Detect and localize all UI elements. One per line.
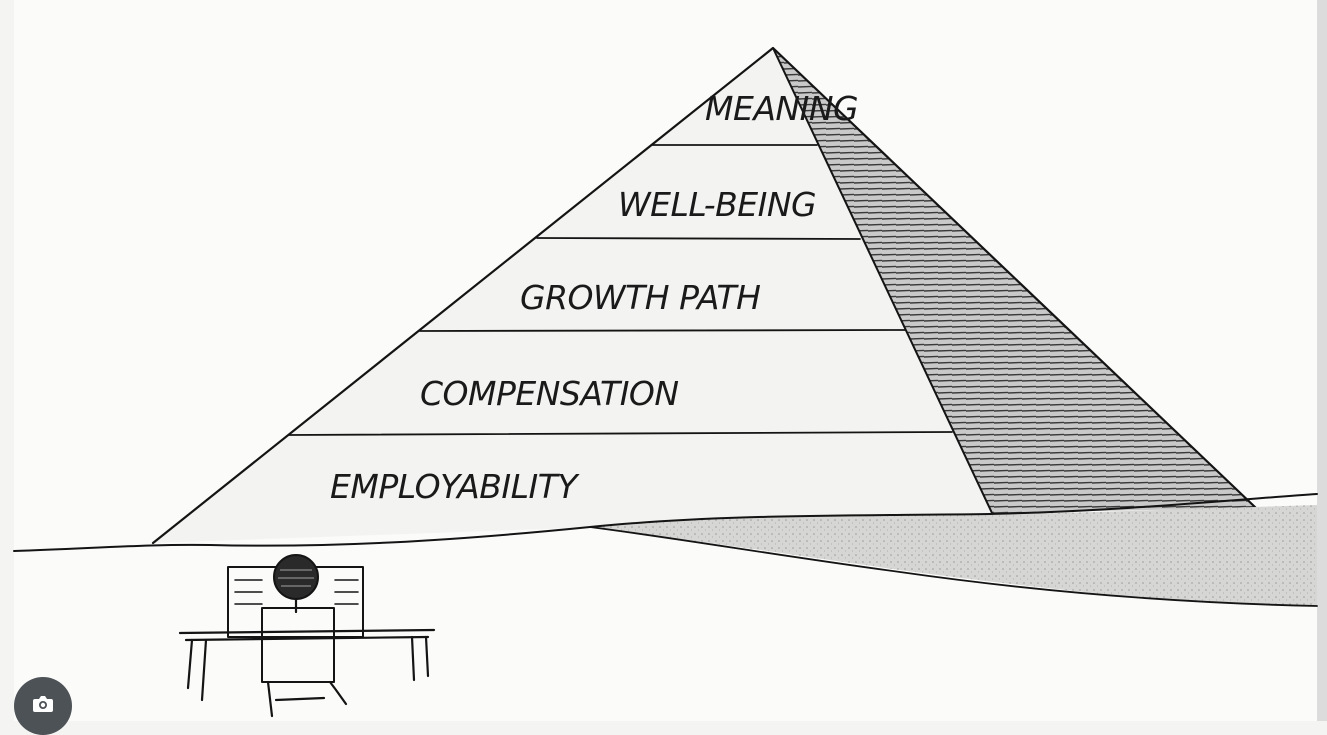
pyramid-front-face — [153, 48, 992, 543]
lens-search-button[interactable] — [14, 677, 72, 735]
level-label-meaning: MEANING — [705, 89, 858, 128]
level-label-employability: EMPLOYABILITY — [330, 467, 580, 506]
person-at-desk — [178, 554, 436, 718]
level-label-compensation: COMPENSATION — [420, 374, 679, 413]
horizon-line — [13, 493, 1318, 552]
level-label-well-being: WELL-BEING — [618, 185, 816, 224]
camera-icon — [33, 696, 53, 712]
level-label-growth-path: GROWTH PATH — [520, 278, 760, 317]
sand-dune-stipple — [590, 505, 1317, 606]
frame-edge — [1317, 0, 1327, 721]
